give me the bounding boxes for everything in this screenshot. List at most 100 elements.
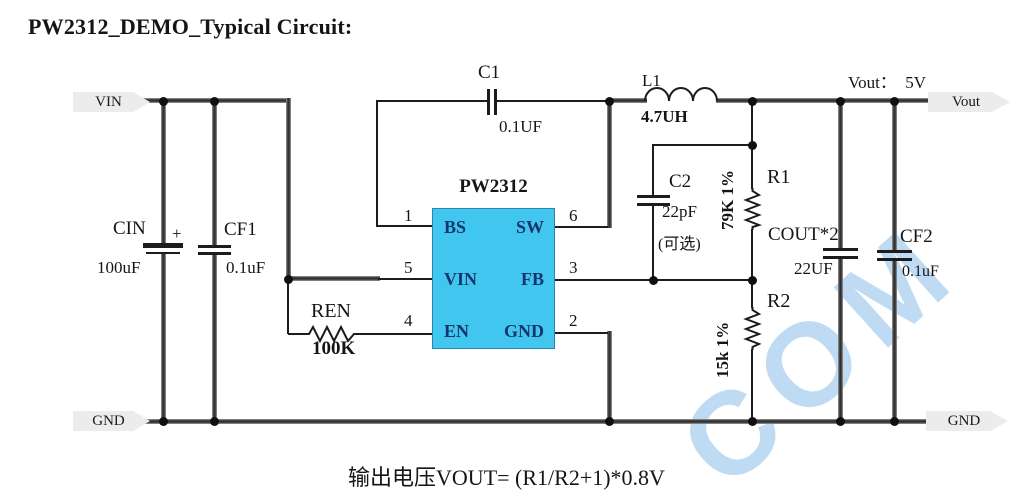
wire-gndpin-drop — [607, 331, 612, 421]
junction-dot — [159, 97, 168, 106]
wire-c2-upper — [652, 144, 654, 196]
wire-ren-drop — [287, 280, 289, 334]
wire-cf2-bottom — [892, 261, 897, 421]
r1-value: 79K 1% — [718, 170, 737, 230]
ic-pin-bs: BS — [444, 217, 467, 237]
wire-cout-bottom — [838, 259, 843, 421]
ic-pin-number-6: 6 — [569, 206, 578, 225]
wire-c2-lower — [652, 205, 654, 280]
c1-label: C1 — [478, 62, 501, 83]
wire-vin-rail — [126, 98, 291, 103]
wire-pin5 — [378, 278, 433, 280]
junction-dot — [284, 275, 293, 284]
cf1-capacitor-symbol — [198, 252, 231, 255]
c2-capacitor-symbol — [637, 203, 670, 206]
cout-capacitor-symbol — [823, 248, 858, 251]
cin-capacitor-symbol — [143, 243, 183, 248]
wire-r2-top — [751, 281, 753, 308]
ic-pin-gnd: GND — [504, 321, 544, 341]
ic-pin-number-3: 3 — [569, 258, 578, 277]
cf2-value: 0.1uF — [902, 263, 939, 280]
wire-vin-to-pin5 — [288, 276, 380, 281]
junction-dot — [836, 97, 845, 106]
c2-optional-note: (可选) — [658, 236, 701, 253]
junction-dot — [605, 97, 614, 106]
c2-value: 22pF — [662, 202, 697, 221]
cin-value: 100uF — [97, 258, 141, 277]
l1-inductor-symbol — [644, 87, 718, 102]
cf2-label: CF2 — [900, 226, 933, 247]
wire-cin-bottom — [161, 254, 166, 421]
ic-pin-vin: VIN — [444, 269, 478, 289]
wire-c2-top — [652, 144, 753, 146]
ren-resistor-symbol — [304, 324, 362, 344]
wire-bs-riser — [376, 100, 378, 227]
junction-dot — [605, 417, 614, 426]
port-vout: Vout — [928, 92, 1010, 112]
junction-dot — [748, 141, 757, 150]
junction-dot — [748, 276, 757, 285]
page-title: PW2312_DEMO_Typical Circuit: — [28, 14, 353, 39]
wire-r1-bottom — [751, 229, 753, 281]
cf1-label: CF1 — [224, 219, 257, 240]
wire-r2-bottom — [751, 349, 753, 421]
wire-pin6 — [554, 226, 608, 228]
cf2-capacitor-symbol — [877, 250, 912, 253]
ic-pin-number-5: 5 — [404, 258, 413, 277]
wire-gnd-rail — [126, 419, 930, 424]
r2-label: R2 — [767, 290, 791, 312]
wire-vin-drop — [286, 98, 291, 281]
cout-capacitor-symbol — [823, 256, 858, 259]
ic-name: PW2312 — [459, 176, 528, 197]
ic-pin-number-1: 1 — [404, 206, 413, 225]
ren-label: REN — [311, 300, 351, 322]
cin-polarity-sign: + — [172, 224, 182, 243]
ic-pin-en: EN — [444, 321, 470, 341]
port-gnd-left: GND — [73, 411, 150, 431]
wire-pin2 — [554, 332, 608, 334]
cin-capacitor-symbol — [146, 252, 180, 254]
cf1-capacitor-symbol — [198, 245, 231, 248]
junction-dot — [748, 417, 757, 426]
wire-cf2-top — [892, 100, 897, 250]
junction-dot — [890, 97, 899, 106]
wire-cf1-top — [212, 100, 217, 245]
wire-sw-to-l1 — [609, 98, 647, 103]
ic-pin-fb: FB — [520, 269, 544, 289]
c2-label: C2 — [669, 171, 692, 192]
wire-pin1 — [377, 225, 433, 227]
wire-c1-left — [377, 100, 487, 102]
cout-label: COUT*2 — [768, 224, 839, 245]
cout-value: 22UF — [794, 259, 833, 278]
wire-c1-right — [497, 100, 610, 102]
wire-sw-riser — [607, 100, 612, 228]
ic-pin-number-2: 2 — [569, 311, 578, 330]
c1-capacitor-symbol — [494, 89, 497, 115]
ren-value: 100K — [312, 338, 356, 359]
wire-ren-right — [362, 333, 433, 335]
l1-label: L1 — [642, 71, 661, 90]
junction-dot — [210, 417, 219, 426]
junction-dot — [890, 417, 899, 426]
ic-pin-number-4: 4 — [404, 311, 413, 330]
output-voltage-formula: 输出电压VOUT= (R1/R2+1)*0.8V — [348, 465, 665, 490]
c2-capacitor-symbol — [637, 195, 670, 198]
port-gnd-right: GND — [926, 411, 1008, 431]
port-vin: VIN — [73, 92, 150, 112]
junction-dot — [748, 97, 757, 106]
wire-cin-top — [161, 100, 166, 243]
wire-cf1-bottom — [212, 254, 217, 421]
ic-pin-sw: SW — [515, 217, 544, 237]
wire-ren-left — [288, 333, 306, 335]
ic-pw2312-body — [432, 208, 555, 349]
junction-dot — [649, 276, 658, 285]
l1-value: 4.7UH — [641, 107, 688, 126]
cin-label: CIN — [113, 218, 146, 239]
r2-resistor-symbol — [743, 307, 762, 350]
junction-dot — [159, 417, 168, 426]
c1-capacitor-symbol — [487, 89, 490, 115]
c1-value: 0.1UF — [499, 117, 542, 136]
wire-cout-top — [838, 100, 843, 248]
cf1-value: 0.1uF — [226, 258, 266, 277]
junction-dot — [836, 417, 845, 426]
